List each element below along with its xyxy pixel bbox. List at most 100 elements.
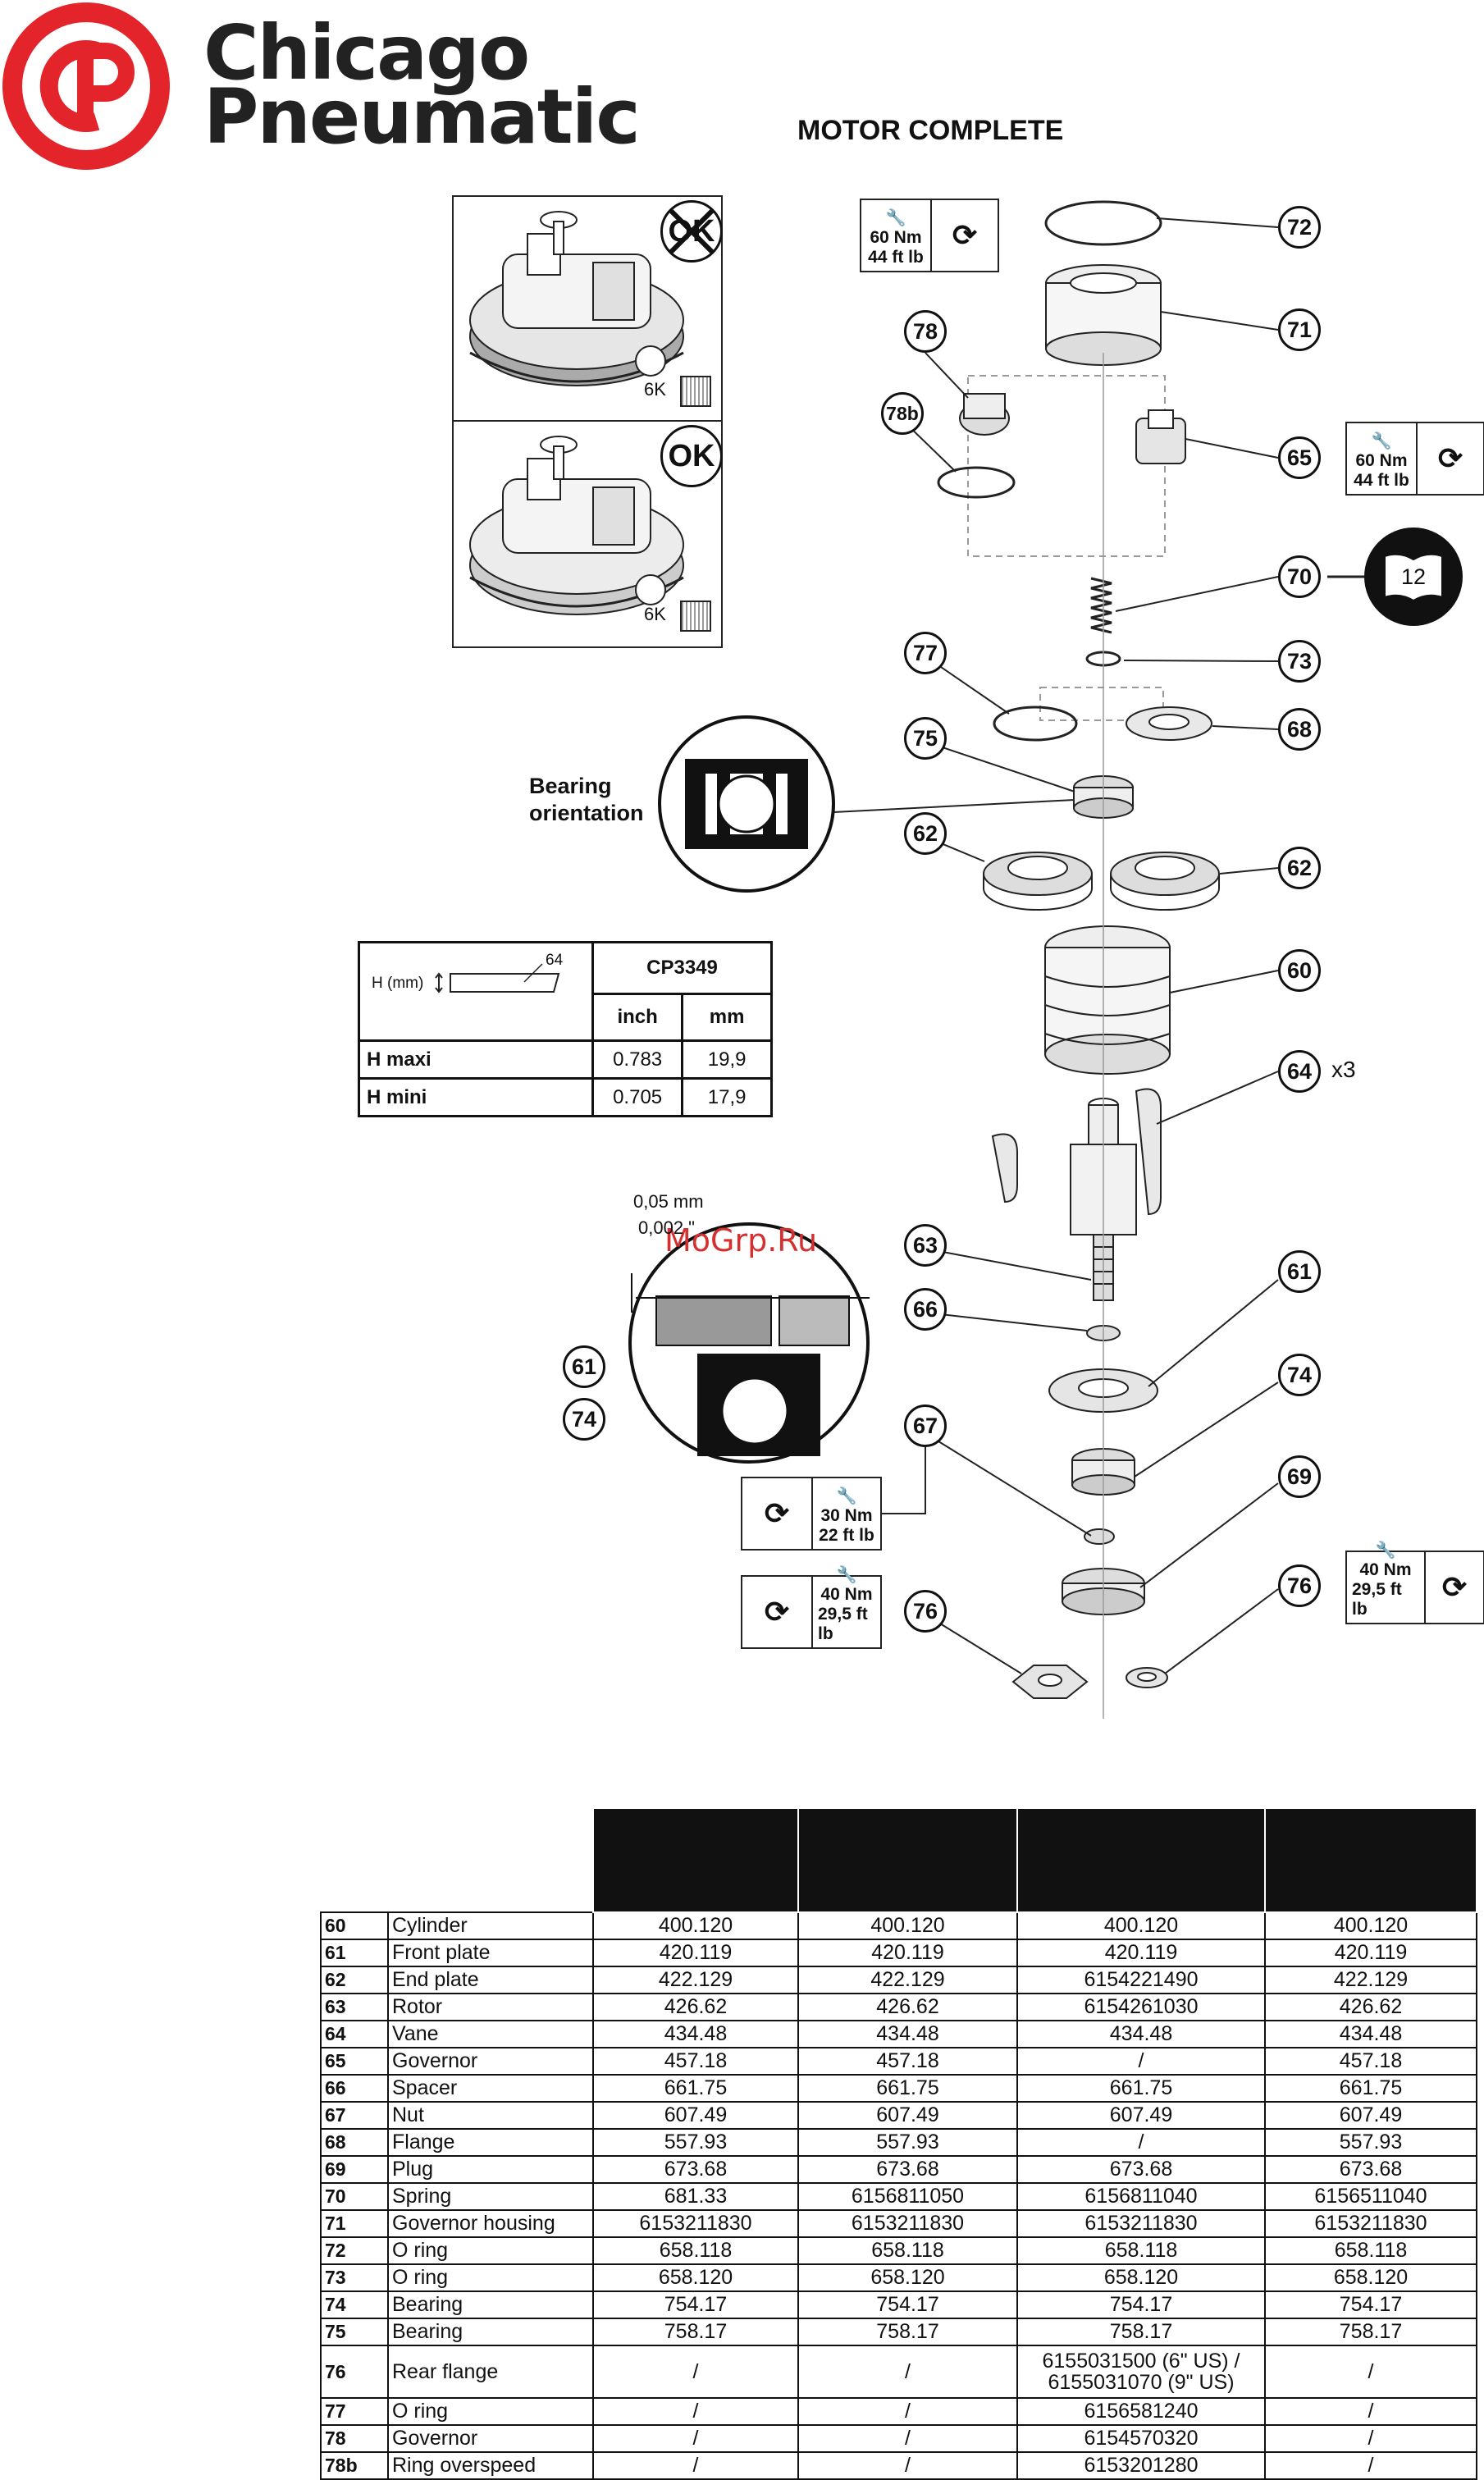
- rotate-clockwise-icon: ⟳: [764, 1595, 790, 1628]
- part-name: Nut: [387, 2101, 594, 2130]
- part-76-rear-flange-left: [1011, 1665, 1089, 1699]
- part-name: Spring: [387, 2182, 594, 2211]
- callout-62-left: 62: [904, 812, 947, 855]
- governor-assembly-incorrect-illustration: [469, 211, 684, 386]
- part-name: Front plate: [387, 1939, 594, 1967]
- wrench-icon: 🔧: [1371, 432, 1392, 450]
- part-number-model-4: 557.93: [1264, 2128, 1477, 2157]
- part-number-model-1: 457.18: [592, 2047, 799, 2076]
- callout-76-right: 76: [1278, 1564, 1321, 1607]
- wrench-icon: 🔧: [836, 1566, 857, 1584]
- part-number-model-2: 422.129: [797, 1966, 1018, 1994]
- part-position: 67: [320, 2101, 389, 2130]
- vane-height-diagram: [435, 963, 560, 993]
- part-number-model-2: 6156811050: [797, 2182, 1018, 2211]
- part-number-model-1: 673.68: [592, 2155, 799, 2184]
- part-number-model-3: 6155031500 (6" US) /6155031070 (9" US): [1016, 2345, 1266, 2399]
- part-number-model-2: 434.48: [797, 2020, 1018, 2048]
- part-position: 70: [320, 2182, 389, 2211]
- bearing-orientation-label-line2: orientation: [529, 801, 644, 825]
- part-number-model-1: 658.120: [592, 2263, 799, 2292]
- torque-76-right-nm: 40 Nm: [1359, 1560, 1412, 1579]
- part-number-model-4: 434.48: [1264, 2020, 1477, 2048]
- part-number-model-3: 758.17: [1016, 2318, 1266, 2346]
- part-name: Vane: [387, 2020, 594, 2048]
- part-number-model-1: /: [592, 2424, 799, 2453]
- part-number-model-2: 400.120: [797, 1911, 1018, 1940]
- part-number-model-3: 6156581240: [1016, 2397, 1266, 2426]
- watermark: MоGrp.Ru: [664, 1222, 818, 1258]
- part-number-model-1: 420.119: [592, 1939, 799, 1967]
- part-number-model-1: 758.17: [592, 2318, 799, 2346]
- wrench-icon: 🔧: [836, 1487, 857, 1505]
- inch-header: inch: [591, 993, 684, 1042]
- callout-60: 60: [1278, 949, 1321, 992]
- part-64-vane: [1135, 1088, 1162, 1216]
- part-number-model-3: 6156811040: [1016, 2182, 1266, 2211]
- part-position: 60: [320, 1911, 389, 1940]
- part-number-model-4: 6156511040: [1264, 2182, 1477, 2211]
- part-number-model-3: 6153201280: [1016, 2451, 1266, 2480]
- part-position: 66: [320, 2074, 389, 2103]
- part-number-line1: 6155031500 (6" US) /: [1042, 2350, 1240, 2373]
- torque-box-76-right: 🔧 40 Nm 29,5 ft lb ⟳: [1345, 1541, 1484, 1624]
- chicago-pneumatic-logo-icon: [2, 2, 170, 170]
- part-name: Bearing: [387, 2290, 594, 2319]
- callout-75: 75: [904, 717, 947, 760]
- socket-size-label: 6K: [644, 604, 666, 624]
- socket-profile-icon: [680, 376, 711, 407]
- callout-65: 65: [1278, 436, 1321, 479]
- h-mm-label: H (mm): [372, 975, 424, 992]
- callout-77: 77: [904, 632, 947, 674]
- callout-73: 73: [1278, 640, 1321, 683]
- inset-panel-not-ok: OK 6K: [452, 195, 723, 422]
- table-row: H mini 0.705 17,9: [358, 1077, 773, 1117]
- part-name: End plate: [387, 1966, 594, 1994]
- part-position: 75: [320, 2318, 389, 2346]
- part-position: 77: [320, 2397, 389, 2426]
- part-position: 72: [320, 2236, 389, 2265]
- bearing-orientation-detail: [658, 715, 835, 893]
- part-name: Governor housing: [387, 2209, 594, 2238]
- part-number-model-3: 6153211830: [1016, 2209, 1266, 2238]
- part-number-model-4: 426.62: [1264, 1993, 1477, 2021]
- torque-78-ftlb: 44 ft lb: [868, 248, 924, 267]
- callout-74-detail: 74: [563, 1398, 605, 1441]
- part-number-model-2: 607.49: [797, 2101, 1018, 2130]
- mm-header: mm: [681, 993, 773, 1042]
- part-78b-ring-overspeed: [937, 466, 1016, 499]
- part-name: O ring: [387, 2397, 594, 2426]
- bearing-orientation-label: Bearing orientation: [529, 773, 644, 827]
- part-position: 74: [320, 2290, 389, 2319]
- vane-quantity: x3: [1331, 1057, 1356, 1082]
- torque-76-right-ftlb: 29,5 ft lb: [1352, 1580, 1402, 1619]
- part-number-model-2: 661.75: [797, 2074, 1018, 2103]
- part-position: 65: [320, 2047, 389, 2076]
- torque-76-left-ftlb: 29,5 ft lb: [818, 1605, 868, 1643]
- torque-65-ftlb: 44 ft lb: [1354, 471, 1409, 490]
- model-column-header-3: [1016, 1807, 1266, 1913]
- part-position: 78: [320, 2424, 389, 2453]
- part-number-model-1: 426.62: [592, 1993, 799, 2021]
- part-number-model-4: 422.129: [1264, 1966, 1477, 1994]
- part-number-model-3: 6154261030: [1016, 1993, 1266, 2021]
- socket-profile-icon: [680, 601, 711, 632]
- brand-logo: [0, 0, 172, 172]
- callout-69: 69: [1278, 1455, 1321, 1498]
- part-number-model-2: 420.119: [797, 1939, 1018, 1967]
- part-position: 73: [320, 2263, 389, 2292]
- part-number-model-4: /: [1264, 2345, 1477, 2399]
- cross-icon: [669, 208, 715, 254]
- callout-72: 72: [1278, 206, 1321, 249]
- inset-panel-ok: OK 6K: [452, 422, 723, 648]
